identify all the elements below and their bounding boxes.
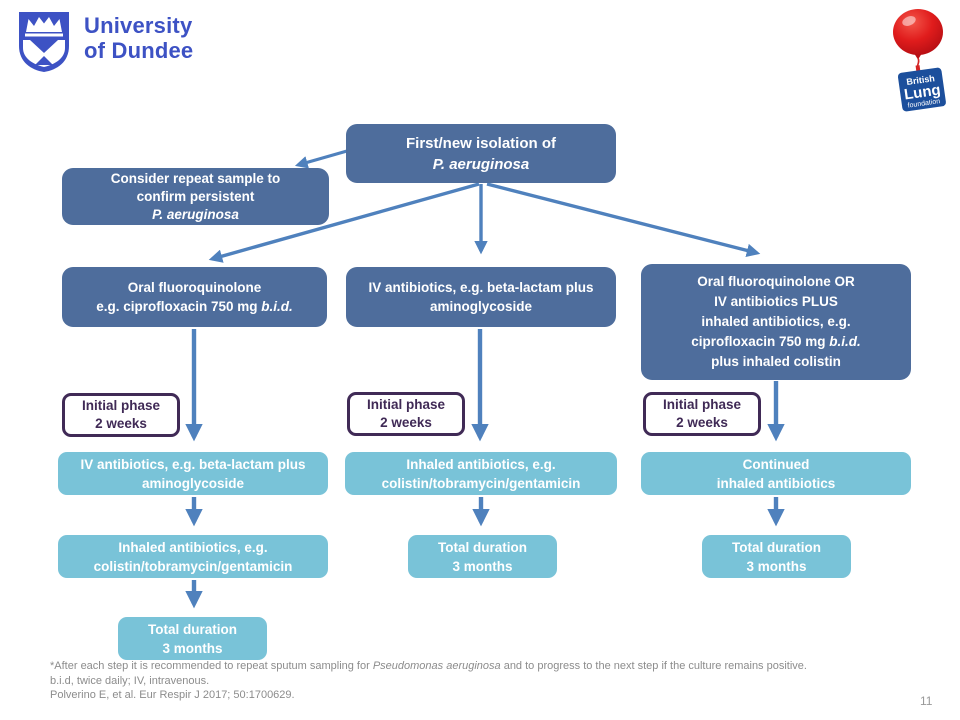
node-left-treatment-line2: e.g. ciprofloxacin 750 mg b.i.d.	[70, 297, 319, 316]
right-treatment-bid: b.i.d.	[829, 334, 861, 349]
blf-text-foundation: foundation	[907, 98, 940, 109]
node-right-duration-line2: 3 months	[746, 558, 807, 574]
node-right-treatment-line4: ciprofloxacin 750 mg b.i.d.	[649, 332, 903, 352]
initial-phase-left-line1: Initial phase	[81, 398, 161, 413]
node-right-treatment-line3: inhaled antibiotics, e.g.	[701, 314, 851, 329]
initial-phase-right-line2: 2 weeks	[676, 415, 728, 430]
footnote-1: *After each step it is recommended to re…	[50, 659, 920, 674]
node-right-treatment-line1: Oral fluoroquinolone OR	[697, 274, 855, 289]
node-repeat-sample-line1: Consider repeat sample to	[110, 170, 281, 186]
footnote-2: b.i.d, twice daily; IV, intravenous.	[50, 674, 210, 687]
page-number: 11	[920, 694, 933, 708]
node-right-treatment-line2: IV antibiotics PLUS	[714, 294, 838, 309]
node-right-treatment: Oral fluoroquinolone OR IV antibiotics P…	[641, 264, 911, 380]
footnote-citation: Polverino E, et al. Eur Respir J 2017; 5…	[50, 689, 295, 701]
blf-tag: British Lung foundation	[897, 65, 946, 112]
university-of-dundee-logo: University of Dundee	[17, 10, 193, 74]
footnotes: *After each step it is recommended to re…	[50, 659, 920, 703]
node-left-duration-line1: Total duration	[148, 621, 237, 637]
node-first-isolation: First/new isolation of P. aeruginosa	[346, 124, 616, 183]
node-right-step2: Continued inhaled antibiotics	[641, 452, 911, 495]
node-right-step2-line1: Continued	[742, 456, 810, 472]
node-middle-duration-line2: 3 months	[452, 558, 513, 574]
node-middle-treatment-line2: aminoglycoside	[429, 299, 533, 314]
node-middle-duration-line1: Total duration	[438, 539, 527, 555]
node-right-duration: Total duration 3 months	[702, 535, 851, 578]
node-first-isolation-line2: P. aeruginosa	[432, 155, 530, 173]
node-repeat-sample-line3: P. aeruginosa	[152, 206, 239, 222]
footnote-1b: Pseudomonas aeruginosa	[372, 660, 501, 672]
node-repeat-sample: Consider repeat sample to confirm persis…	[62, 168, 329, 225]
label-initial-phase-middle: Initial phase 2 weeks	[347, 392, 465, 436]
british-lung-foundation-logo: British Lung foundation	[893, 9, 946, 112]
label-initial-phase-left: Initial phase 2 weeks	[62, 393, 180, 437]
node-middle-step2: Inhaled antibiotics, e.g. colistin/tobra…	[345, 452, 617, 495]
right-treatment-dose: ciprofloxacin 750 mg	[691, 334, 830, 349]
label-initial-phase-right: Initial phase 2 weeks	[643, 392, 761, 436]
node-left-duration: Total duration 3 months	[118, 617, 267, 660]
initial-phase-left-line2: 2 weeks	[95, 416, 147, 431]
node-middle-step2-line2: colistin/tobramycin/gentamicin	[381, 475, 581, 491]
node-left-duration-line2: 3 months	[162, 640, 223, 656]
left-treatment-dose: e.g. ciprofloxacin 750 mg	[96, 299, 262, 314]
node-left-step2-line1: IV antibiotics, e.g. beta-lactam plus	[80, 456, 306, 472]
initial-phase-right-line1: Initial phase	[662, 397, 742, 412]
node-left-step3: Inhaled antibiotics, e.g. colistin/tobra…	[58, 535, 328, 578]
node-left-treatment: Oral fluoroquinolone e.g. ciprofloxacin …	[62, 267, 327, 327]
node-middle-treatment-line1: IV antibiotics, e.g. beta-lactam plus	[368, 280, 594, 295]
node-left-treatment-line1: Oral fluoroquinolone	[127, 280, 262, 295]
node-middle-step2-line1: Inhaled antibiotics, e.g.	[406, 456, 556, 472]
node-right-duration-line1: Total duration	[732, 539, 821, 555]
node-left-step2-line2: aminoglycoside	[141, 475, 245, 491]
footnote-1a: *After each step it is recommended to re…	[50, 660, 373, 672]
node-middle-duration: Total duration 3 months	[408, 535, 557, 578]
blf-text-british: British	[906, 73, 936, 87]
university-shield-icon	[19, 12, 69, 72]
node-left-step2: IV antibiotics, e.g. beta-lactam plus am…	[58, 452, 328, 495]
node-left-step3-line1: Inhaled antibiotics, e.g.	[118, 539, 268, 555]
node-left-step3-line2: colistin/tobramycin/gentamicin	[93, 558, 293, 574]
node-right-treatment-line5: plus inhaled colistin	[711, 354, 841, 369]
node-right-step2-line2: inhaled antibiotics	[716, 475, 836, 491]
university-name-line1: University	[84, 13, 193, 38]
initial-phase-middle-line2: 2 weeks	[380, 415, 432, 430]
blf-text-lung: Lung	[903, 82, 942, 104]
node-middle-treatment: IV antibiotics, e.g. beta-lactam plus am…	[346, 267, 616, 327]
node-first-isolation-line1: First/new isolation of	[405, 134, 556, 152]
left-treatment-bid: b.i.d.	[261, 299, 293, 314]
balloon-icon	[893, 9, 943, 72]
footnote-1c: and to progress to the next step if the …	[500, 660, 807, 672]
node-repeat-sample-line2: confirm persistent	[136, 188, 255, 204]
university-wordmark: University of Dundee	[84, 10, 193, 63]
university-name-line2: of Dundee	[84, 38, 194, 63]
initial-phase-middle-line1: Initial phase	[366, 397, 446, 412]
